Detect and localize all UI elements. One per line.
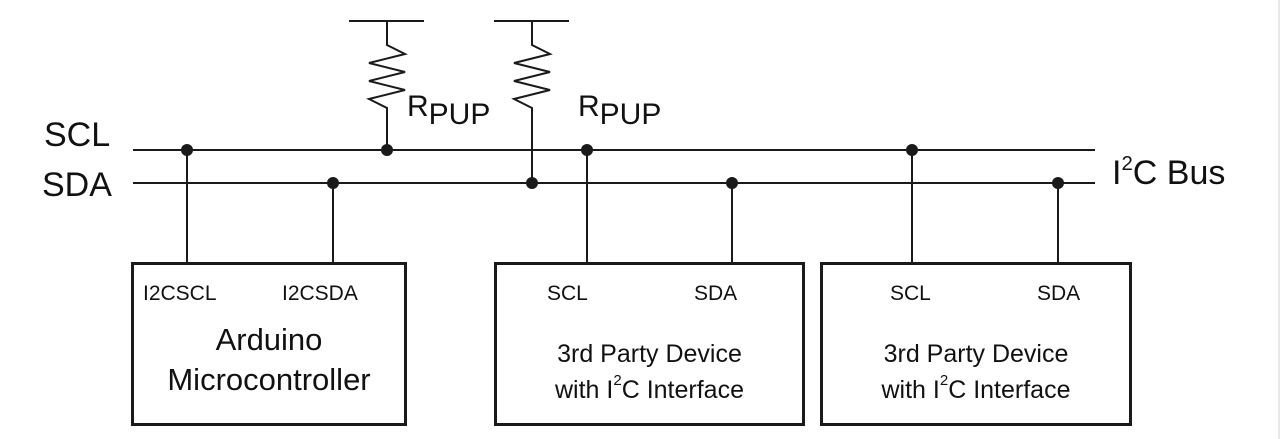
rpup-main: R bbox=[407, 90, 429, 123]
device1-title-line1: 3rd Party Device bbox=[557, 340, 742, 368]
device2-title-sup: 2 bbox=[939, 372, 949, 390]
pullup-resistor-sda bbox=[494, 20, 569, 183]
device2-title: 3rd Party Device with I2C Interface bbox=[820, 336, 1132, 409]
junction-dot bbox=[327, 177, 339, 189]
device1-pin-scl: SCL bbox=[547, 282, 588, 305]
device2-title-suffix: C Interface bbox=[948, 376, 1071, 405]
device1-title-prefix: with I bbox=[555, 376, 614, 405]
rpup-main: R bbox=[578, 90, 600, 123]
junction-dot bbox=[1052, 177, 1064, 189]
device1-pin-sda: SDA bbox=[694, 282, 738, 305]
arduino-title-line1: Arduino bbox=[215, 322, 323, 357]
device2-pin-sda: SDA bbox=[1037, 282, 1081, 305]
device2-title-line1: 3rd Party Device bbox=[883, 340, 1069, 368]
arduino-title-line2: Microcontroller bbox=[167, 362, 371, 398]
arduino-pin-sda: I2CSDA bbox=[282, 282, 358, 305]
rpup-label-1: RPUP bbox=[407, 90, 490, 130]
rpup-label-2: RPUP bbox=[578, 90, 661, 130]
scl-label: SCL bbox=[44, 116, 111, 154]
junction-dot bbox=[181, 144, 193, 156]
device1-title: 3rd Party Device with I2C Interface bbox=[494, 336, 805, 409]
device2-title-line2: with I2C Interface bbox=[820, 372, 1132, 408]
bus-name-prefix: I bbox=[1112, 154, 1122, 192]
bus-name-suffix: C Bus bbox=[1132, 154, 1226, 192]
arduino-title: Arduino Microcontroller bbox=[131, 320, 407, 401]
rpup-sub: PUP bbox=[428, 98, 491, 131]
device1-title-suffix: C Interface bbox=[621, 376, 744, 405]
device2-title-prefix: with I bbox=[881, 376, 940, 405]
third-party-device-box-2 bbox=[820, 262, 1132, 426]
junction-dot bbox=[581, 144, 593, 156]
junction-dot bbox=[906, 144, 918, 156]
bus-name-label: I2C Bus bbox=[1112, 153, 1226, 192]
right-edge-border bbox=[1278, 0, 1280, 439]
resistor-zigzag-2 bbox=[511, 21, 553, 183]
device1-title-line2: with I2C Interface bbox=[494, 372, 805, 408]
arduino-pin-scl: I2CSCL bbox=[143, 282, 217, 305]
sda-label: SDA bbox=[42, 166, 112, 204]
junction-dot bbox=[526, 177, 538, 189]
pullup-resistor-scl bbox=[349, 20, 424, 150]
junction-dot bbox=[381, 144, 393, 156]
bus-name-sup: 2 bbox=[1121, 153, 1133, 175]
device1-title-sup: 2 bbox=[613, 372, 622, 390]
resistor-zigzag-1 bbox=[366, 21, 408, 150]
third-party-device-box-1 bbox=[494, 262, 805, 426]
rpup-sub: PUP bbox=[599, 98, 662, 131]
arduino-device-box bbox=[131, 262, 407, 426]
junction-dot bbox=[726, 177, 738, 189]
device2-pin-scl: SCL bbox=[890, 282, 931, 305]
